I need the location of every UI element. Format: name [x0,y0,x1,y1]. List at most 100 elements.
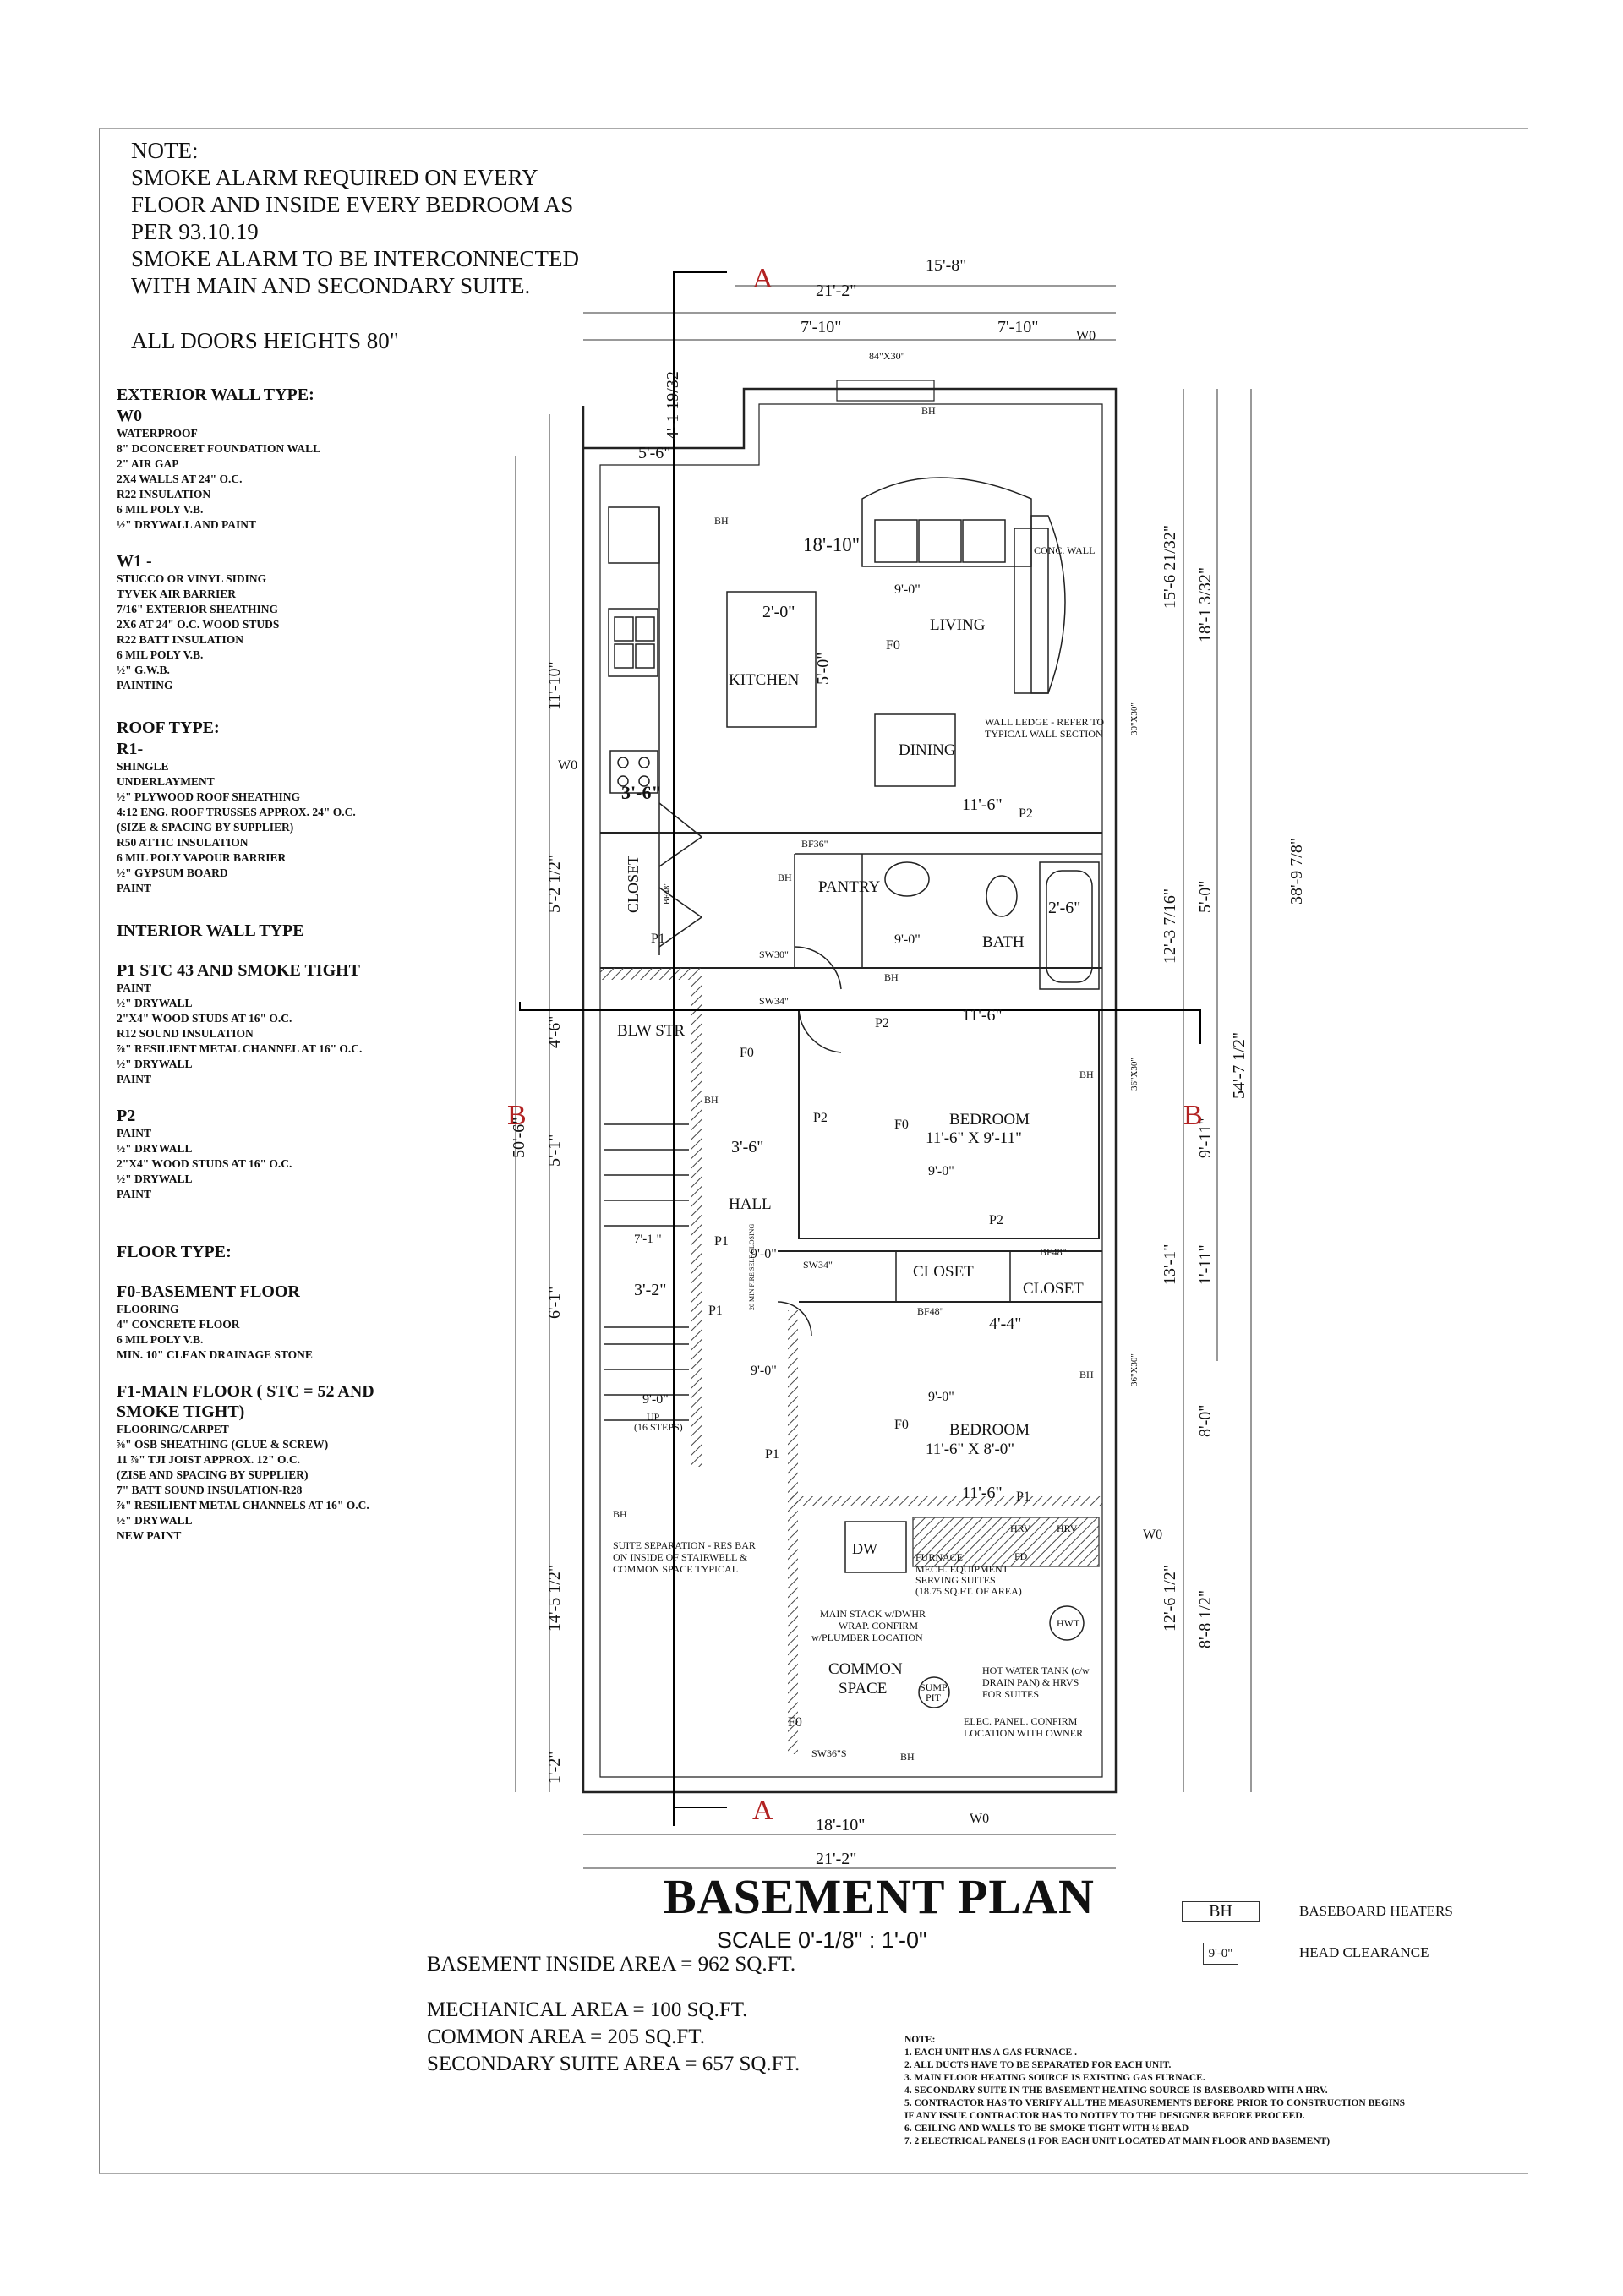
partition-tag: P2 [1019,806,1033,821]
dim: 18'-10" [803,534,860,555]
door-tag: SW34" [803,1259,833,1271]
room-label: LIVING [930,616,986,634]
dim: 1'-2" [545,1752,564,1784]
dim: 5'-0" [1196,881,1215,913]
dim: 21'-2" [816,1850,856,1868]
room-label: BEDROOM [949,1421,1030,1439]
dim: 18'-10" [816,1816,865,1834]
f1-title: F1-MAIN FLOOR ( STC = 52 AND SMOKE TIGHT… [117,1382,374,1421]
heater-tag: BH [704,1094,719,1106]
door-tag: BF48" [1040,1246,1067,1258]
list-line: ½" GYPSUM BOARD [117,866,228,879]
elec-note: LOCATION WITH OWNER [964,1727,1083,1739]
room-label: SPACE [839,1680,887,1697]
dim: 7'-1 " [634,1233,662,1246]
window-size: 36"X30" [1129,1058,1139,1091]
floor-tag: F0 [788,1715,802,1730]
room-label: KITCHEN [729,671,800,689]
dim: 3'-6" [731,1138,763,1156]
smoke-alarm-note: NOTE: SMOKE ALARM REQUIRED ON EVERY FLOO… [131,137,579,299]
partition-tag: P1 [708,1304,723,1318]
head-clearance-tag: 9'-0" [894,582,921,597]
stack-note: WRAP. CONFIRM [839,1620,918,1632]
list-line: FLOORING [117,1303,179,1315]
head-clearance-tag: 9'-0" [928,1390,954,1404]
partition-tag: P1 [714,1234,729,1249]
equipment-tag: HRV [1010,1522,1031,1534]
equipment-tag: FD [1014,1550,1028,1562]
dim: 5'-2 1/2" [545,855,564,913]
list-line: PAINT [117,1073,152,1085]
floor-tag: F0 [894,1418,909,1432]
list-line: 7. 2 ELECTRICAL PANELS (1 FOR EACH UNIT … [904,2136,1331,2146]
list-line: R22 INSULATION [117,488,211,500]
list-line: R12 SOUND INSULATION [117,1027,254,1040]
list-line: 6 MIL POLY V.B. [117,503,204,516]
list-line: (ZISE AND SPACING BY SUPPLIER) [117,1468,309,1481]
list-line: R50 ATTIC INSULATION [117,836,249,849]
list-line: SHINGLE [117,760,169,773]
w1-title: W1 - [117,552,152,571]
room-size: 11'-6" X 9'-11" [926,1129,1022,1147]
dim: 11'-6" [962,1006,1003,1025]
heater-tag: BH [1079,1069,1094,1080]
list-line: 7/16" EXTERIOR SHEATHING [117,603,279,615]
mech-note: (18.75 SQ.FT. OF AREA) [915,1585,1022,1597]
note-line: NOTE: [131,138,199,163]
exterior-wall-inner [599,403,1103,1778]
list-line: (SIZE & SPACING BY SUPPLIER) [117,821,294,834]
floor-tag: F0 [894,1118,909,1132]
section-marker-a: A [752,263,773,294]
area-common: COMMON AREA = 205 SQ.FT. [427,2025,705,2048]
head-clearance-tag: 9'-0" [751,1247,777,1261]
list-line: PAINT [117,1188,152,1200]
dim: 8'-0" [1196,1405,1215,1437]
heater-tag: BH [714,515,729,527]
list-line: 2. ALL DUCTS HAVE TO BE SEPARATED FOR EA… [904,2060,1172,2070]
list-line: MIN. 10" CLEAN DRAINAGE STONE [117,1348,313,1361]
heater-tag: BH [900,1751,915,1763]
legend-bh-symbol: BH [1182,1901,1260,1922]
p1-title: P1 STC 43 AND SMOKE TIGHT [117,961,361,980]
dim: 5'-1" [545,1134,564,1167]
r1-title: R1- [117,740,144,758]
partition-tag: P2 [989,1213,1003,1227]
equipment-tag: HWT [1057,1617,1080,1629]
partition-tag: P1 [765,1447,779,1462]
list-line: ½" DRYWALL [117,1514,193,1527]
suite-note: ON INSIDE OF STAIRWELL & [613,1551,748,1563]
stack-note: w/PLUMBER LOCATION [812,1632,923,1643]
door-height-note: ALL DOORS HEIGHTS 80" [131,328,399,353]
note-line: SMOKE ALARM REQUIRED ON EVERY [131,165,538,190]
area-summary: BASEMENT INSIDE AREA = 962 SQ.FT. MECHAN… [427,1951,800,2078]
list-line: ½" PLYWOOD ROOF SHEATHING [117,790,301,803]
list-line: 6 MIL POLY V.B. [117,1333,204,1346]
legend-bh-text: BASEBOARD HEATERS [1299,1903,1453,1919]
door-tag: BF36" [801,838,828,850]
note-line: FLOOR AND INSIDE EVERY BEDROOM AS [131,192,574,217]
door-tag: SW34" [759,995,789,1007]
wall-tag: W0 [970,1812,989,1826]
dim: 12'-6 1/2" [1161,1565,1179,1632]
floor-title: FLOOR TYPE: [117,1243,232,1261]
spec-list: FLOORING 4" CONCRETE FLOOR 6 MIL POLY V.B.… [117,1302,396,1363]
heater-tag: BH [1079,1369,1094,1380]
sump-note: SUMP [920,1681,948,1693]
mech-note: FURNACE [915,1551,963,1563]
list-line: PAINTING [117,679,173,692]
dim: 11'-6" [962,795,1003,814]
wall-tag: W0 [1076,329,1096,343]
list-line: 4" CONCRETE FLOOR [117,1318,240,1331]
equipment-tag: HRV [1057,1522,1078,1534]
wall-tag: W0 [1143,1528,1162,1542]
hwt-note: FOR SUITES [982,1688,1039,1700]
list-line: 3. MAIN FLOOR HEATING SOURCE IS EXISTING… [904,2073,1205,2083]
room-label: BLW STR [617,1022,685,1040]
list-line: ½" DRYWALL [117,1142,193,1155]
list-line: PAINT [117,882,152,894]
partition-tag: P1 [651,932,665,946]
dim: 11'-10" [545,661,564,710]
dim: 5'-6" [638,444,670,462]
list-line: NOTE: [904,2035,936,2045]
